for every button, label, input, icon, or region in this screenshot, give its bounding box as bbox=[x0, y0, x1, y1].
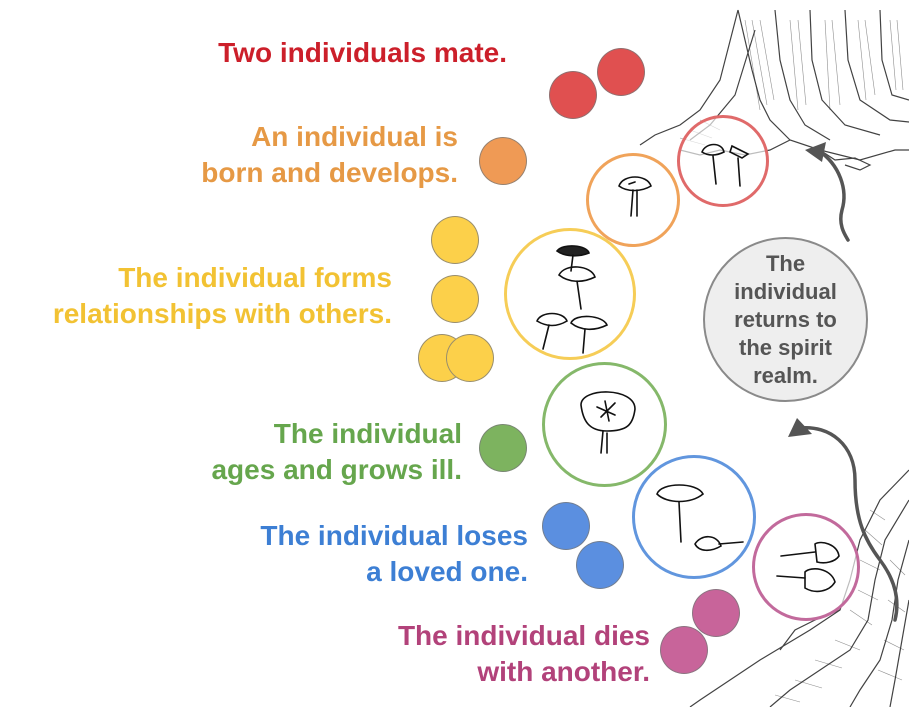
stage-label-line: ages and grows ill. bbox=[211, 454, 462, 485]
stage-label-loss: The individual loses a loved one. bbox=[220, 518, 528, 590]
stage-label-born: An individual is born and develops. bbox=[160, 119, 458, 191]
stage-label-dies: The individual dies with another. bbox=[360, 618, 650, 690]
individual-dot-dies bbox=[660, 626, 708, 674]
individual-dot-dies bbox=[692, 589, 740, 637]
mushroom-ring-dies bbox=[752, 513, 860, 621]
mushroom-icon bbox=[536, 245, 609, 354]
mushroom-ring-mate bbox=[677, 115, 769, 207]
spirit-text-line: returns to bbox=[734, 306, 837, 332]
individual-dot-ages bbox=[479, 424, 527, 472]
mushroom-icon bbox=[701, 143, 750, 187]
individual-dot-relationships bbox=[431, 216, 479, 264]
stage-label-line: Two individuals mate. bbox=[218, 37, 507, 68]
mushroom-ring-loss bbox=[632, 455, 756, 579]
individual-dot-mate bbox=[549, 71, 597, 119]
stage-label-mate: Two individuals mate. bbox=[170, 35, 507, 71]
stage-label-line: The individual dies bbox=[397, 620, 650, 651]
stage-label-line: The individual bbox=[273, 418, 462, 449]
individual-dot-loss bbox=[576, 541, 624, 589]
stage-label-line: An individual is bbox=[251, 121, 458, 152]
mushroom-ring-born bbox=[586, 153, 680, 247]
stage-label-line: born and develops. bbox=[201, 157, 458, 188]
stage-label-relationships: The individual forms relationships with … bbox=[8, 260, 392, 332]
stage-label-line: The individual loses bbox=[260, 520, 528, 551]
individual-dot-born bbox=[479, 137, 527, 185]
mushroom-ring-relationships bbox=[504, 228, 636, 360]
stage-label-line: a loved one. bbox=[366, 556, 528, 587]
mushroom-icon bbox=[618, 176, 652, 217]
spirit-text-line: the spirit bbox=[739, 334, 832, 360]
individual-dot-loss bbox=[542, 502, 590, 550]
spirit-realm-circle: The individual returns to the spirit rea… bbox=[703, 237, 868, 402]
stage-label-ages: The individual ages and grows ill. bbox=[170, 416, 462, 488]
stage-label-line: The individual forms bbox=[118, 262, 392, 293]
stage-label-line: with another. bbox=[477, 656, 650, 687]
spirit-text-line: The bbox=[765, 250, 806, 276]
individual-dot-mate bbox=[597, 48, 645, 96]
individual-dot-relationships bbox=[431, 275, 479, 323]
mushroom-icon bbox=[580, 391, 636, 454]
mushroom-icon bbox=[776, 541, 840, 593]
mushroom-icon bbox=[656, 484, 744, 552]
spirit-text-line: realm. bbox=[753, 362, 818, 388]
mushroom-ring-ages bbox=[542, 362, 667, 487]
spirit-text-line: individual bbox=[734, 278, 837, 304]
individual-dot-relationships bbox=[446, 334, 494, 382]
stage-label-line: relationships with others. bbox=[52, 298, 392, 329]
